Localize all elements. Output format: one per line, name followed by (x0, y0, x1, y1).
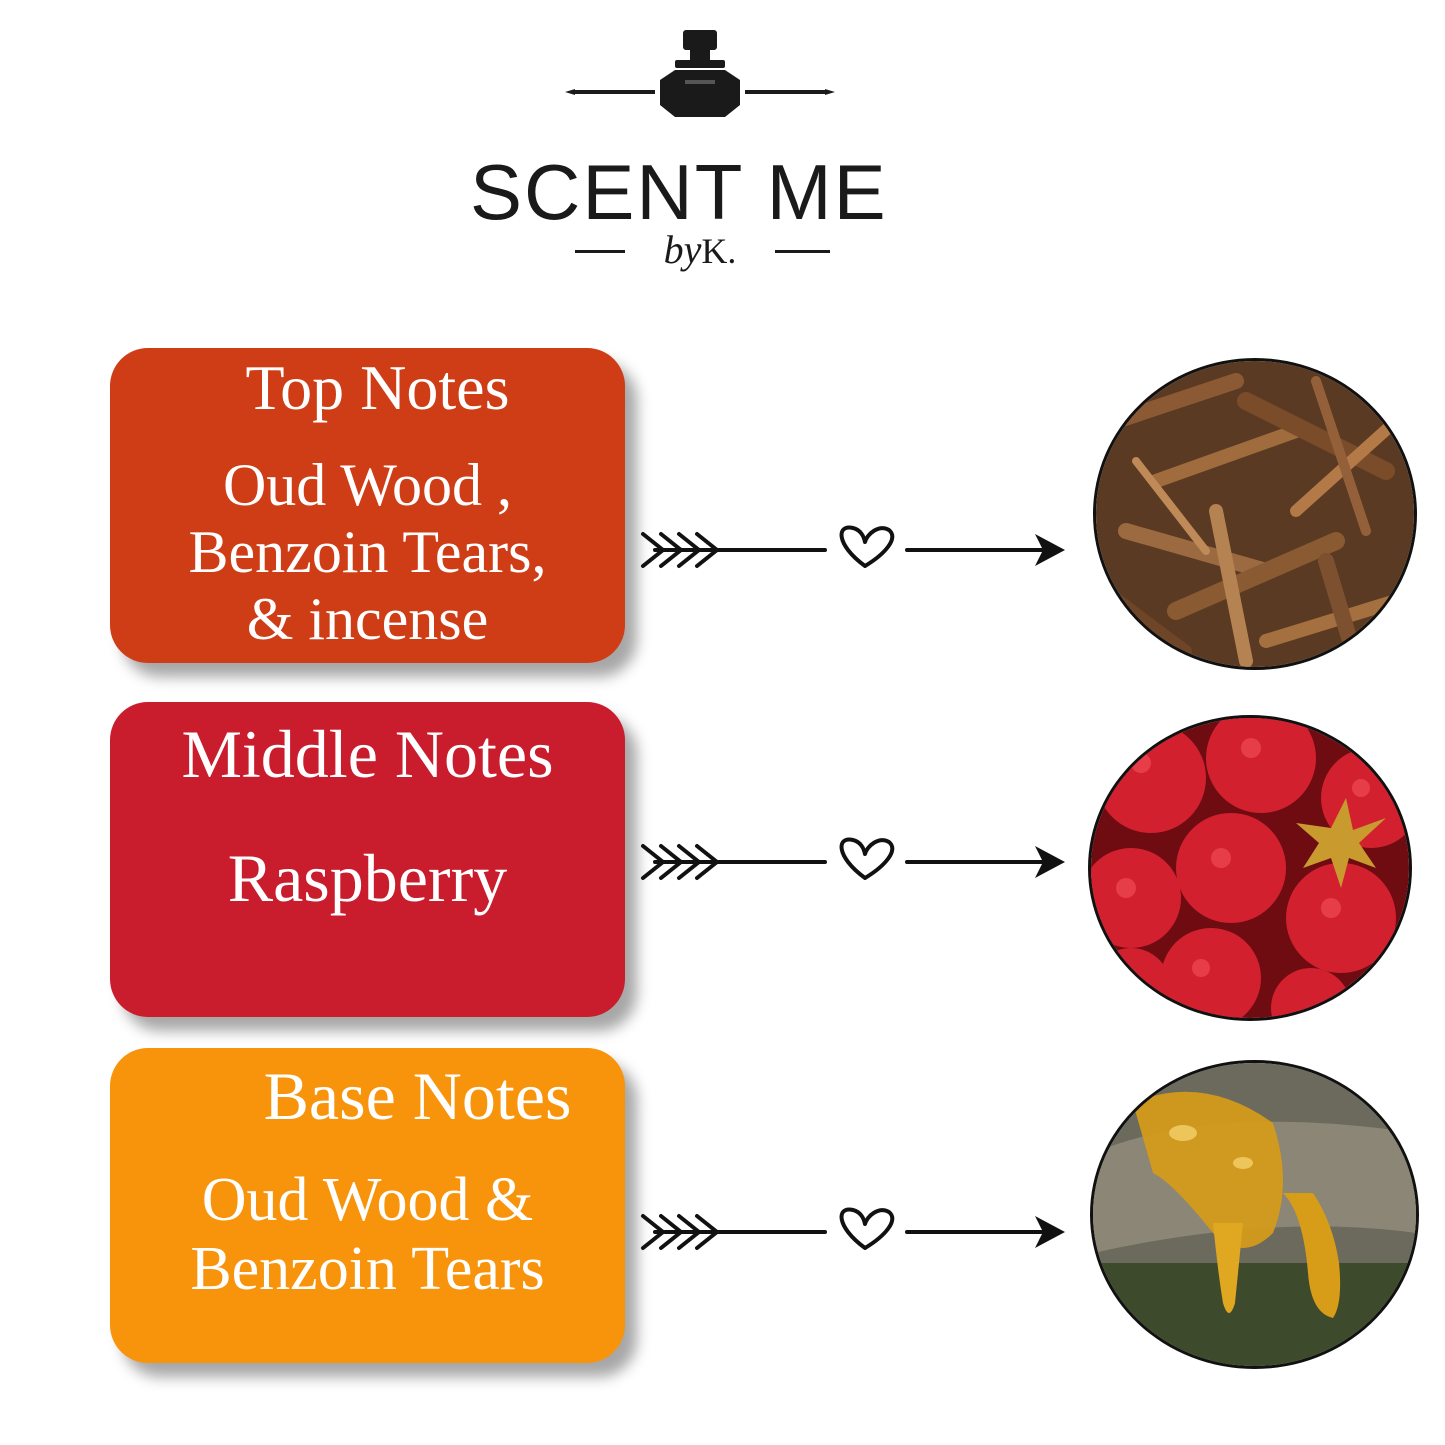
oud-wood-image (1093, 358, 1417, 670)
top-connector (641, 525, 1065, 568)
logo-divider-right (775, 250, 830, 253)
base-connector (641, 1207, 1065, 1250)
brand-name: SCENT ME (470, 148, 888, 236)
heart-icon (839, 525, 895, 568)
brand-byline: byK. (470, 230, 930, 270)
heart-icon (839, 1207, 895, 1250)
middle-connector (641, 837, 1065, 880)
middle-notes-title: Middle Notes (181, 716, 554, 792)
middle-notes-card: Middle Notes Raspberry (110, 702, 625, 1017)
arrow-fletching-icon (641, 1214, 827, 1250)
arrow-fletching-icon (641, 844, 827, 880)
arrow-fletching-icon (641, 532, 827, 568)
perfume-bottle-icon (565, 30, 835, 117)
base-notes-title: Base Notes (263, 1058, 572, 1134)
byline-initial: K. (701, 231, 737, 271)
base-notes-ingredients: Oud Wood & Benzoin Tears (190, 1166, 545, 1304)
heart-icon (839, 837, 895, 880)
base-notes-card: Base Notes Oud Wood & Benzoin Tears (110, 1048, 625, 1363)
byline-prefix: by (663, 227, 702, 272)
brand-logo: SCENT ME byK. (470, 25, 930, 285)
logo-divider-left (575, 250, 625, 253)
top-notes-ingredients: Oud Wood , Benzoin Tears, & incense (188, 452, 547, 653)
raspberry-image (1088, 715, 1412, 1021)
top-notes-card: Top Notes Oud Wood , Benzoin Tears, & in… (110, 348, 625, 663)
middle-notes-ingredients: Raspberry (227, 840, 508, 916)
top-notes-title: Top Notes (245, 352, 510, 423)
benzoin-resin-image (1090, 1060, 1419, 1369)
